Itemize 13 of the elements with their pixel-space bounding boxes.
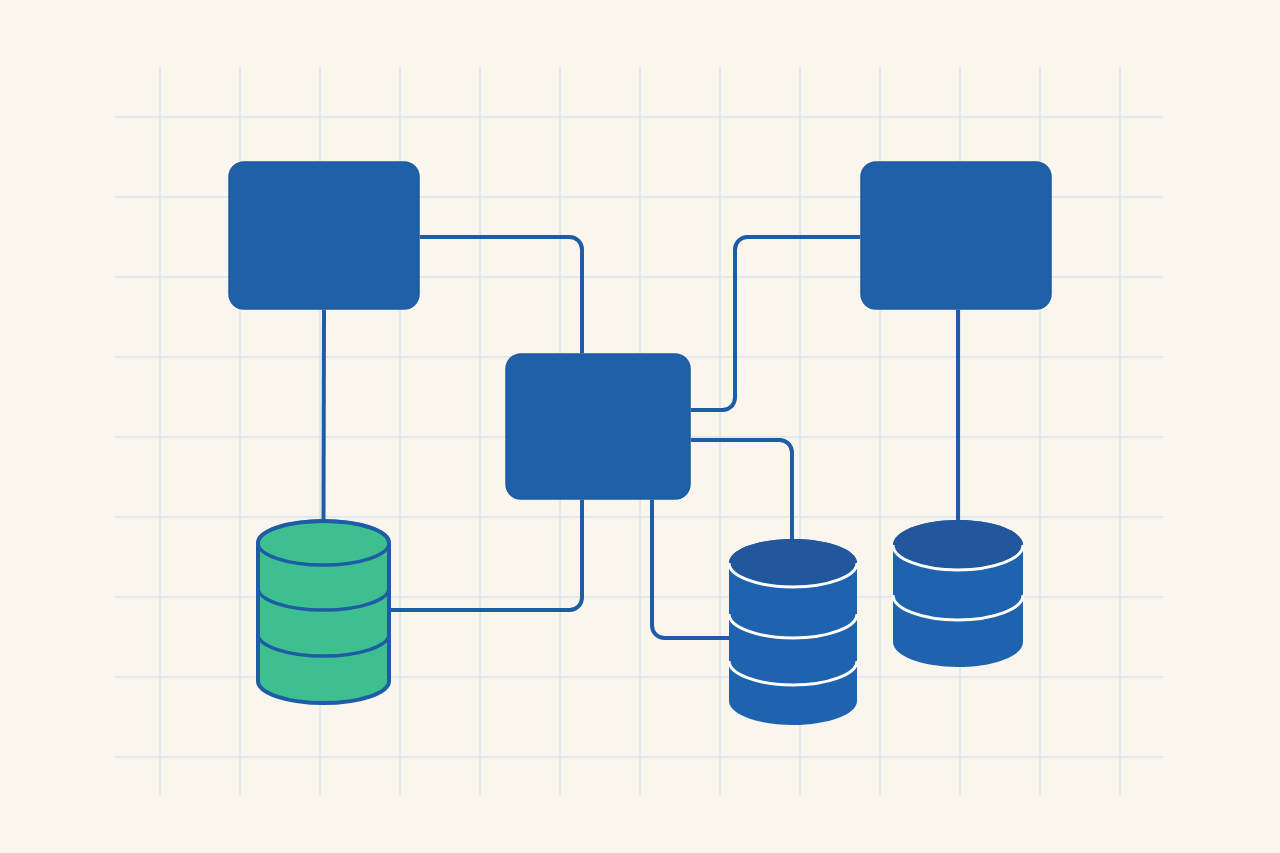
database-cylinder xyxy=(891,520,1025,667)
database-cylinder xyxy=(727,539,859,725)
connector-line xyxy=(956,309,960,520)
process-box xyxy=(228,161,420,310)
connector-line xyxy=(690,235,861,412)
process-box xyxy=(860,161,1052,310)
connector-line xyxy=(690,438,794,539)
connector-line xyxy=(389,499,584,612)
process-box xyxy=(505,353,691,500)
connector-line xyxy=(321,309,326,521)
database-cylinder xyxy=(256,519,391,705)
connector-line xyxy=(419,235,584,354)
connector-line xyxy=(650,499,729,640)
